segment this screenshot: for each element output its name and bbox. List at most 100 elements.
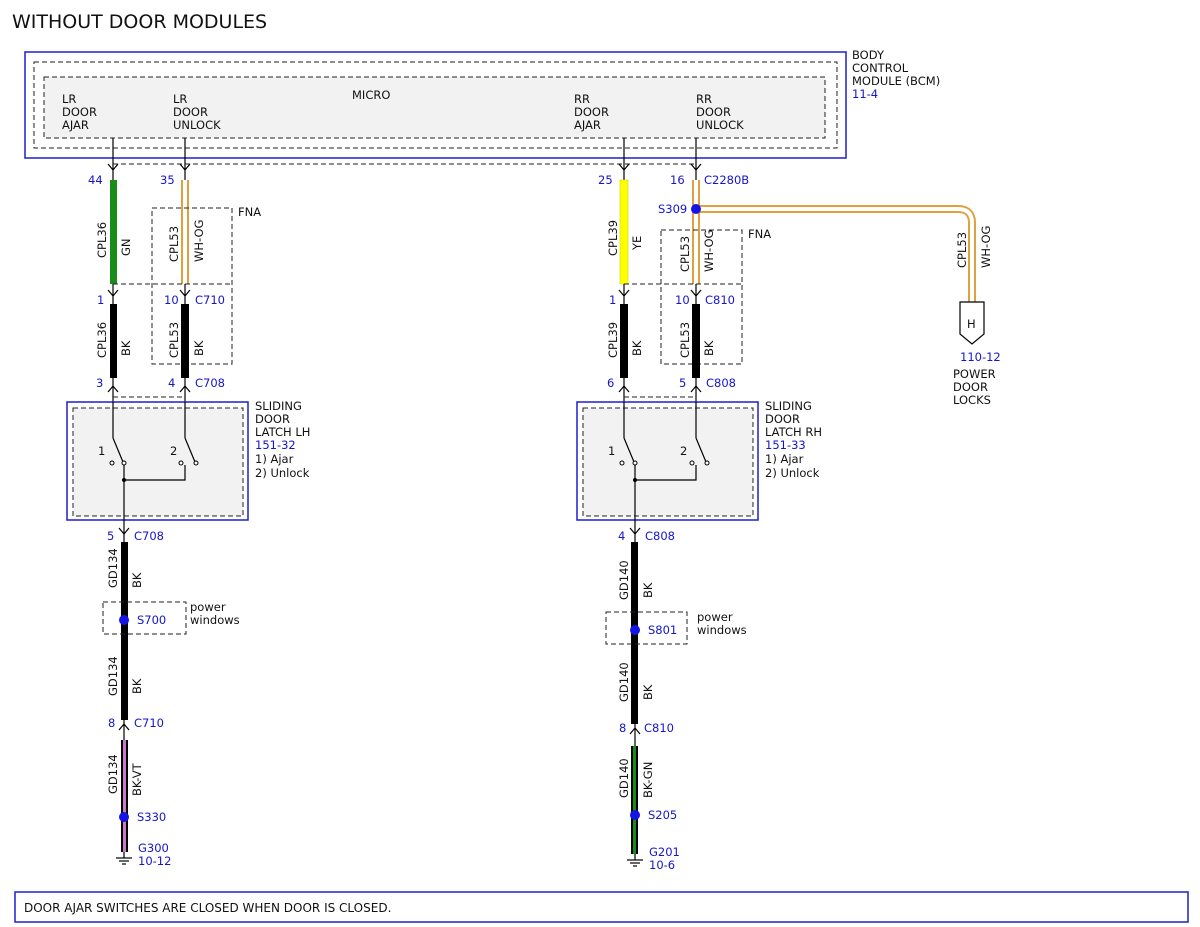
wire-gd134-bk xyxy=(121,542,128,720)
fna-label-right: FNA xyxy=(748,227,771,241)
splice-s330-label[interactable]: S330 xyxy=(137,810,166,824)
lr-unlock-chevron xyxy=(179,163,191,171)
wire-cpl53-whog-left-color: WH-OG xyxy=(192,220,206,262)
rr-unlock-chevron xyxy=(690,163,702,171)
wire-gd140-circuit-3: GD140 xyxy=(617,758,631,798)
splice-s801-box xyxy=(605,611,688,645)
connector-h-label: H xyxy=(967,317,976,331)
wire-cpl53-bk-right xyxy=(692,304,700,378)
latch-lh-body xyxy=(72,407,244,517)
latch-lh-name-2: DOOR xyxy=(255,412,290,426)
bcm-pin-lr-unlock-label-1: LR xyxy=(173,92,187,106)
latch-rh-name-1: SLIDING xyxy=(765,399,812,413)
splice-s801-label[interactable]: S801 xyxy=(648,623,677,637)
wire-cpl36-bk-color: BK xyxy=(119,340,133,356)
wire-cpl36-gn xyxy=(110,180,117,284)
latch-lh-name-1: SLIDING xyxy=(255,399,302,413)
splice-s700-note-2: windows xyxy=(190,613,240,627)
wire-gd140-color-3: BK-GN xyxy=(641,762,655,798)
connector-c808-top-label[interactable]: C808 xyxy=(706,376,736,390)
c808-bottom-pin: 4 xyxy=(618,529,625,543)
c708-bottom-pin: 5 xyxy=(107,529,114,543)
fna-label-left: FNA xyxy=(238,205,261,219)
splice-s205-label[interactable]: S205 xyxy=(648,808,677,822)
splice-s801-dot xyxy=(630,625,640,635)
latch-rh-ref-link[interactable]: 151-33 xyxy=(765,438,806,452)
wire-cpl53-bk-left-circuit: CPL53 xyxy=(167,322,181,358)
rr-unlock-pin-number: 16 xyxy=(670,173,685,187)
latch-rh-name-3: LATCH RH xyxy=(765,425,822,439)
latch-lh-switch1-desc: 1) Ajar xyxy=(255,452,294,466)
latch-rh-name-2: DOOR xyxy=(765,412,800,426)
connector-c2280b-label[interactable]: C2280B xyxy=(704,173,749,187)
wire-cpl53-whog-right xyxy=(692,180,700,284)
latch-lh-name-3: LATCH LH xyxy=(255,425,310,439)
wire-cpl36-gn-color: GN xyxy=(119,238,133,256)
c810-bottom-pin: 8 xyxy=(619,721,626,735)
wire-gd134-color-2: BK xyxy=(130,678,144,694)
c808-pin-b: 5 xyxy=(679,376,686,390)
wire-cpl53-bk-right-color: BK xyxy=(702,340,716,356)
wire-gd134-color-3: BK-VT xyxy=(130,762,144,796)
latch-rh-switch1-desc: 1) Ajar xyxy=(765,452,804,466)
latch-rh-sw1-blade xyxy=(623,437,635,463)
wire-gd134-circuit-2: GD134 xyxy=(106,656,120,696)
c810-bottom-chevron xyxy=(629,727,641,735)
latch-lh-ref-link[interactable]: 151-32 xyxy=(255,438,296,452)
wire-cpl53-whog-left-circuit: CPL53 xyxy=(167,226,181,262)
right-circuit: 25 16 C2280B CPL39 YE CPL53 WH-OG S309 C… xyxy=(576,138,1001,872)
latch-rh-sw1-contact xyxy=(632,460,638,466)
wire-cpl36-bk xyxy=(110,304,117,378)
splice-s309-label[interactable]: S309 xyxy=(658,202,687,216)
bcm-pin-rr-unlock-label-2: DOOR xyxy=(696,105,731,119)
splice-s330-dot xyxy=(119,812,129,822)
latch-lh-sw2-number: 2 xyxy=(170,444,177,458)
c808-chevron-a xyxy=(618,385,630,393)
latch-lh-sw2-contact xyxy=(193,460,199,466)
connector-c708-bottom-label[interactable]: C708 xyxy=(134,529,164,543)
connector-c710-bottom-label[interactable]: C710 xyxy=(134,716,164,730)
bcm-ref-link[interactable]: 11-4 xyxy=(852,87,878,101)
branch-dest-1: POWER xyxy=(953,367,996,381)
connector-c810-bottom-label[interactable]: C810 xyxy=(644,721,674,735)
branch-ref-link[interactable]: 110-12 xyxy=(960,350,1001,364)
splice-s700-label[interactable]: S700 xyxy=(137,613,166,627)
c708-pin-b: 4 xyxy=(168,376,175,390)
wire-gd134-circuit-1: GD134 xyxy=(106,548,120,588)
splice-s700-dot xyxy=(119,615,129,625)
c810-pin-a: 1 xyxy=(609,293,616,307)
wire-cpl39-ye-circuit: CPL39 xyxy=(606,220,620,256)
c808-pin-a: 6 xyxy=(607,376,614,390)
c810-pin-b: 10 xyxy=(675,293,690,307)
connector-c708-top-label[interactable]: C708 xyxy=(195,376,225,390)
connector-c808-bottom-label[interactable]: C808 xyxy=(645,529,675,543)
wire-gd140-circuit-1: GD140 xyxy=(617,560,631,600)
wire-cpl53-bk-left xyxy=(181,304,189,378)
c708-pin-a: 3 xyxy=(96,376,103,390)
ground-g201-label[interactable]: G201 xyxy=(649,845,680,859)
bcm-pin-lr-unlock-label-2: DOOR xyxy=(173,105,208,119)
latch-rh-sw1-contact-open xyxy=(619,460,625,466)
footnote-text: DOOR AJAR SWITCHES ARE CLOSED WHEN DOOR … xyxy=(24,901,391,915)
latch-rh-sw2-blade xyxy=(695,437,707,463)
footnote-box xyxy=(14,891,1189,923)
wire-cpl39-ye xyxy=(619,179,629,285)
bcm-pin-lr-ajar-label-2: DOOR xyxy=(62,105,97,119)
ground-g300-label[interactable]: G300 xyxy=(138,841,169,855)
wire-cpl53-bk-right-circuit: CPL53 xyxy=(678,322,692,358)
latch-lh-sw1-number: 1 xyxy=(98,444,105,458)
connector-c710-label[interactable]: C710 xyxy=(195,293,225,307)
connector-c810-label[interactable]: C810 xyxy=(705,293,735,307)
wire-cpl36-bk-circuit: CPL36 xyxy=(95,322,109,358)
ground-g300-ref-link[interactable]: 10-12 xyxy=(138,854,171,868)
connector-h-icon xyxy=(959,301,985,345)
wire-cpl39-ye-color: YE xyxy=(630,236,644,251)
bcm-dashed-frame xyxy=(33,61,838,149)
c808-bottom-chevron xyxy=(629,527,641,535)
ground-g300-icon xyxy=(116,852,132,865)
bcm-name-2: CONTROL xyxy=(852,61,909,75)
ground-g201-ref-link[interactable]: 10-6 xyxy=(649,858,675,872)
latch-lh-common xyxy=(123,465,186,481)
wire-cpl53-whog-right-circuit: CPL53 xyxy=(678,236,692,272)
latch-rh-switch2-desc: 2) Unlock xyxy=(765,466,820,480)
